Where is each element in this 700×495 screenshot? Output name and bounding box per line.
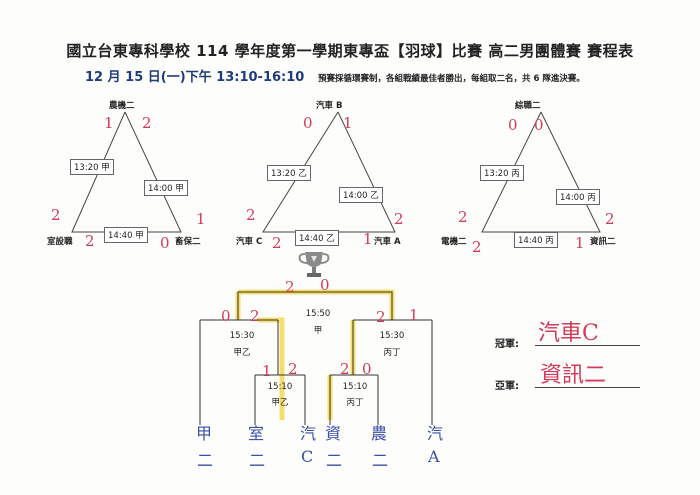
match-box: 14:00 乙 xyxy=(339,187,383,203)
team-handwritten: 農 xyxy=(371,424,388,443)
score-mark: 0 xyxy=(362,360,372,378)
team-handwritten: 汽 xyxy=(300,424,317,443)
match-box: 14:40 丙 xyxy=(514,232,558,248)
team-label: 汽車 A xyxy=(374,237,401,247)
team-handwritten: C xyxy=(301,447,314,466)
score-mark: 0 xyxy=(160,234,170,252)
match-box: 14:40 甲 xyxy=(104,227,148,243)
final-time: 15:50 xyxy=(305,309,331,319)
score-mark: 2 xyxy=(458,208,468,226)
match-box: 13:20 甲 xyxy=(70,159,114,175)
score-mark: 2 xyxy=(85,232,95,250)
team-handwritten: 資 xyxy=(325,424,342,443)
score-mark: 2 xyxy=(142,114,152,132)
score-mark: 0 xyxy=(320,276,330,294)
score-mark: 2 xyxy=(250,307,260,325)
score-mark: 2 xyxy=(285,278,295,296)
champion-name: 汽車C xyxy=(538,321,599,346)
team-label: 汽車 B xyxy=(316,101,343,111)
score-mark: 0 xyxy=(221,307,231,325)
event-date: 12 月 15 日(一)下午 13:10-16:10 xyxy=(85,70,305,85)
qf-time: 15:10 xyxy=(267,382,293,392)
semi-code: 丙丁 xyxy=(383,348,401,358)
match-box: 14:00 丙 xyxy=(556,189,600,205)
runner-up-line xyxy=(535,387,640,388)
score-mark: 0 xyxy=(303,114,313,132)
team-label: 汽車 C xyxy=(236,237,263,247)
team-handwritten: 二 xyxy=(372,451,389,470)
score-mark: 1 xyxy=(104,114,114,132)
score-mark: 1 xyxy=(409,306,419,324)
team-handwritten: 二 xyxy=(197,451,214,470)
team-label: 畜保二 xyxy=(175,237,201,247)
team-handwritten: A xyxy=(428,447,440,466)
score-mark: 0 xyxy=(508,116,518,134)
score-mark: 0 xyxy=(534,116,544,134)
score-mark: 2 xyxy=(472,238,482,256)
team-handwritten: 二 xyxy=(326,451,343,470)
trophy-icon xyxy=(296,250,332,284)
page-title: 國立台東專科學校 114 學年度第一學期東專盃【羽球】比賽 高二男團體賽 賽程表 xyxy=(66,42,634,60)
qf-code: 丙丁 xyxy=(346,398,364,408)
qf-time: 15:10 xyxy=(342,382,368,392)
score-mark: 1 xyxy=(196,210,206,228)
match-box: 14:40 乙 xyxy=(295,230,339,246)
team-label: 資訊二 xyxy=(590,237,616,247)
score-mark: 1 xyxy=(575,234,585,252)
team-label: 電機二 xyxy=(441,237,467,247)
rules-note: 預賽採循環賽制，各組戰績最佳者勝出，每組取二名，共 6 隊進決賽。 xyxy=(318,74,585,84)
match-box: 13:20 丙 xyxy=(480,165,524,181)
team-handwritten: 汽 xyxy=(427,424,444,443)
team-handwritten: 二 xyxy=(249,451,266,470)
score-mark: 2 xyxy=(605,210,615,228)
score-mark: 1 xyxy=(343,114,353,132)
final-code: 甲 xyxy=(313,326,323,336)
semi-code: 甲乙 xyxy=(233,348,251,358)
score-mark: 2 xyxy=(340,360,350,378)
score-mark: 1 xyxy=(363,230,373,248)
score-mark: 1 xyxy=(262,362,272,380)
champion-line xyxy=(535,345,640,346)
team-label: 綜職二 xyxy=(515,101,541,111)
qf-code: 甲乙 xyxy=(271,398,289,408)
semi-time: 15:30 xyxy=(229,331,255,341)
score-mark: 2 xyxy=(376,308,386,326)
match-box: 14:00 甲 xyxy=(144,180,188,196)
score-mark: 2 xyxy=(394,210,404,228)
team-label: 農機二 xyxy=(109,101,135,111)
score-mark: 2 xyxy=(272,234,282,252)
score-mark: 2 xyxy=(246,206,256,224)
semi-time: 15:30 xyxy=(379,331,405,341)
team-label: 室設職 xyxy=(47,237,73,247)
team-handwritten: 甲 xyxy=(196,424,213,443)
match-box: 13:20 乙 xyxy=(267,165,311,181)
score-mark: 2 xyxy=(51,206,61,224)
champion-label: 冠軍: xyxy=(495,339,519,350)
score-mark: 2 xyxy=(288,360,298,378)
runner-up-label: 亞軍: xyxy=(495,381,519,392)
runner-up-name: 資訊二 xyxy=(540,363,607,388)
team-handwritten: 室 xyxy=(248,424,265,443)
